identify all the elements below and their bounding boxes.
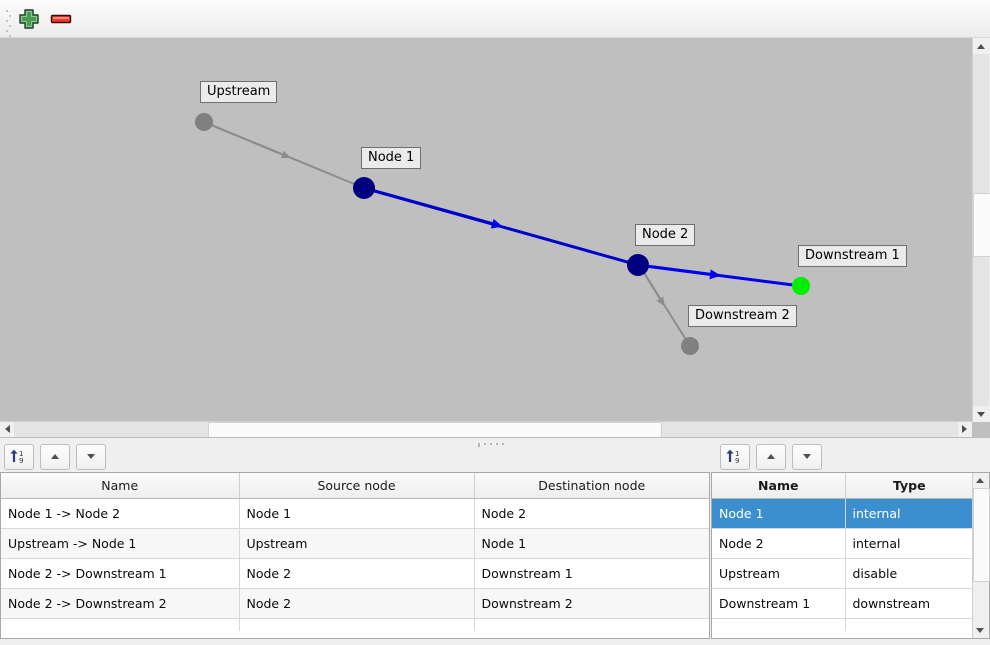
svg-text:1: 1	[19, 450, 23, 458]
edges-cell-destination[interactable]: Node 2	[474, 498, 709, 529]
edges-cell-source[interactable]: Upstream	[239, 528, 475, 559]
svg-text:1: 1	[735, 450, 739, 458]
edges-cell-source[interactable]: Node 1	[239, 498, 475, 529]
graph-svg	[195, 113, 810, 355]
main-toolbar	[0, 0, 990, 38]
edges-col-destination[interactable]: Destination node	[474, 473, 709, 499]
edges-cell-name[interactable]: Node 1 -> Node 2	[1, 498, 240, 529]
edges-cell-destination[interactable]: Downstream 2	[474, 588, 709, 619]
remove-node-button[interactable]	[48, 7, 74, 31]
nodes-cell-name[interactable]: Downstream 1	[712, 588, 846, 619]
nodes-move-up-button[interactable]	[756, 444, 786, 470]
nodes-cell-name[interactable]: Upstream	[712, 558, 846, 589]
graph-canvas-area[interactable]: Upstream Node 1 Node 2 Downstream 1 Down…	[0, 37, 990, 439]
toolbar-drag-handle[interactable]	[6, 10, 11, 37]
table-row[interactable]: Node 1 -> Node 2 Node 1 Node 2	[1, 498, 709, 529]
graph-viewport[interactable]: Upstream Node 1 Node 2 Downstream 1 Down…	[0, 38, 972, 422]
splitter-grip	[478, 443, 512, 447]
scroll-up-button[interactable]	[973, 38, 989, 54]
green-plus-icon	[19, 9, 39, 29]
table-row[interactable]: Node 2 -> Downstream 2 Node 2 Downstream…	[1, 588, 709, 619]
vertical-scroll-thumb[interactable]	[973, 193, 990, 257]
nodes-table[interactable]: Name Type Node 1 internal Node 2 interna…	[711, 472, 990, 639]
graph-label-downstream1[interactable]: Downstream 1	[798, 245, 907, 267]
edges-cell-name[interactable]: Upstream -> Node 1	[1, 528, 240, 559]
sort-icon: 1 9	[726, 449, 739, 465]
table-row[interactable]: Node 1 internal	[712, 498, 973, 529]
nodes-move-down-button[interactable]	[792, 444, 822, 470]
table-row[interactable]: Upstream -> Node 1 Upstream Node 1	[1, 528, 709, 559]
edges-cell-destination[interactable]: Node 1	[474, 528, 709, 559]
svg-text:9: 9	[19, 457, 23, 465]
sort-icon: 1 9	[10, 449, 23, 465]
canvas-horizontal-scrollbar[interactable]	[0, 421, 972, 439]
nodes-cell-name[interactable]: Node 2	[712, 528, 846, 559]
table-row[interactable]: Node 2 internal	[712, 528, 973, 559]
nodes-table-scrollbar[interactable]	[972, 473, 990, 638]
nodes-table-empty-row	[712, 618, 973, 631]
nodes-button-bar: 1 9	[720, 444, 828, 470]
table-row[interactable]: Node 2 -> Downstream 1 Node 2 Downstream…	[1, 558, 709, 589]
edges-cell-source[interactable]: Node 2	[239, 588, 475, 619]
edges-col-source[interactable]: Source node	[239, 473, 475, 499]
panel-splitter[interactable]	[0, 437, 990, 449]
nodes-cell-type[interactable]: internal	[845, 498, 973, 529]
graph-node-node2[interactable]	[627, 254, 649, 276]
nodes-scroll-down-button[interactable]	[973, 623, 988, 638]
graph-node-upstream[interactable]	[195, 113, 213, 131]
edges-cell-destination[interactable]: Downstream 1	[474, 558, 709, 589]
nodes-cell-type[interactable]: downstream	[845, 588, 973, 619]
nodes-table-header-row: Name Type	[712, 473, 973, 499]
edge-upstream-node1-arrow	[203, 121, 291, 159]
nodes-cell-type[interactable]: disable	[845, 558, 973, 589]
graph-node-node1[interactable]	[353, 177, 375, 199]
graph-label-node1[interactable]: Node 1	[361, 147, 422, 169]
table-row[interactable]: Downstream 1 downstream	[712, 588, 973, 619]
graph-label-upstream[interactable]: Upstream	[200, 81, 278, 103]
graph-node-downstream1[interactable]	[792, 277, 810, 295]
edge-node2-downstream1-arrow	[637, 263, 721, 280]
edges-cell-name[interactable]: Node 2 -> Downstream 1	[1, 558, 240, 589]
nodes-col-type[interactable]: Type	[845, 473, 973, 499]
edges-table-header-row: Name Source node Destination node	[1, 473, 709, 499]
edges-table-empty-row	[1, 618, 709, 631]
scroll-right-button[interactable]	[958, 422, 972, 437]
nodes-scroll-up-button[interactable]	[973, 473, 988, 488]
add-node-button[interactable]	[16, 7, 42, 31]
edges-col-name[interactable]: Name	[1, 473, 240, 499]
edges-sort-button[interactable]: 1 9	[4, 444, 34, 470]
nodes-sort-button[interactable]: 1 9	[720, 444, 750, 470]
edges-table[interactable]: Name Source node Destination node Node 1…	[0, 472, 710, 639]
nodes-cell-name[interactable]: Node 1	[712, 498, 846, 529]
canvas-vertical-scrollbar[interactable]	[972, 38, 990, 422]
edges-move-up-button[interactable]	[40, 444, 70, 470]
table-row[interactable]: Upstream disable	[712, 558, 973, 589]
red-minus-icon	[50, 14, 72, 24]
edge-node1-node2-arrow	[363, 186, 503, 229]
edges-button-bar: 1 9	[4, 444, 112, 470]
edges-cell-name[interactable]: Node 2 -> Downstream 2	[1, 588, 240, 619]
graph-label-node2[interactable]: Node 2	[635, 224, 696, 246]
nodes-scroll-thumb[interactable]	[973, 488, 990, 582]
svg-text:9: 9	[735, 457, 739, 465]
nodes-col-name[interactable]: Name	[712, 473, 846, 499]
scroll-left-button[interactable]	[0, 422, 14, 437]
scroll-down-button[interactable]	[973, 406, 989, 422]
nodes-cell-type[interactable]: internal	[845, 528, 973, 559]
graph-node-downstream2[interactable]	[681, 337, 699, 355]
edges-move-down-button[interactable]	[76, 444, 106, 470]
edges-cell-source[interactable]: Node 2	[239, 558, 475, 589]
graph-label-downstream2[interactable]: Downstream 2	[688, 305, 797, 327]
